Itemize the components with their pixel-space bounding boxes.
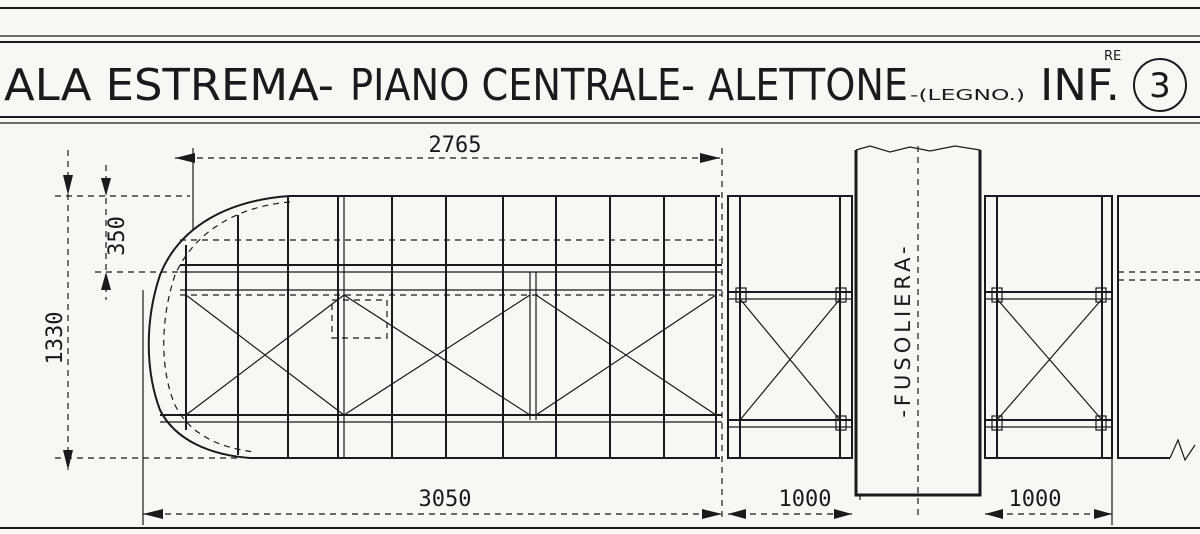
title-block: ALA ESTREMA- PIANO CENTRALE- ALETTONE -(… (0, 7, 1200, 124)
bracing-wire (185, 294, 345, 416)
arrowhead (834, 509, 852, 519)
fuselage-outline (854, 150, 982, 497)
arrowhead (63, 175, 73, 195)
stub-outline (1117, 195, 1200, 459)
fuselage-break-line (855, 145, 981, 153)
fuselage-label: -FUSOLIERA- (891, 242, 915, 417)
arrowhead (63, 450, 73, 470)
arrowhead (700, 153, 720, 163)
dim-depth: 350 (105, 216, 130, 256)
dim-span-bottom: 3050 (419, 487, 472, 512)
opposite-wing-stub (1117, 195, 1200, 462)
center-bay-outline (984, 195, 1113, 459)
dimension-lines: 2765 3050 1000 1000 1330 350 (43, 133, 1113, 525)
fitting (991, 287, 1003, 303)
arrowhead (702, 509, 722, 519)
arrowhead (101, 178, 111, 196)
arrowhead (985, 509, 1003, 519)
outer-wing-panel (147, 195, 722, 459)
title-part-piano-centrale: PIANO CENTRALE- (350, 60, 695, 111)
bracing-wire (343, 294, 531, 416)
title-material: -(LEGNO.) (910, 86, 1025, 104)
arrowhead (1094, 509, 1112, 519)
bracing-wire (996, 298, 1103, 421)
sheet-number: 3 (1149, 66, 1171, 106)
dim-bay-left: 1000 (779, 487, 832, 512)
fitting (835, 415, 847, 431)
arrowhead (101, 272, 111, 290)
center-section-left-bay (727, 195, 853, 459)
stub-break-line (1169, 438, 1196, 462)
fitting (835, 287, 847, 303)
aileron-horn (331, 299, 388, 339)
dim-bay-right: 1000 (1009, 487, 1062, 512)
title-part-ala-estrema: ALA ESTREMA- (4, 60, 334, 111)
fitting (735, 287, 747, 303)
fitting (991, 415, 1003, 431)
center-bay-outline (727, 195, 853, 459)
fuselage: -FUSOLIERA- (854, 145, 982, 520)
arrowhead (175, 153, 195, 163)
dim-span-top: 2765 (429, 133, 482, 158)
fitting (1095, 415, 1107, 431)
title-part-alettone: ALETTONE (708, 60, 908, 111)
wing-tip-outline (147, 195, 720, 459)
arrowhead (728, 509, 746, 519)
sheet-number-circle (1133, 58, 1187, 112)
dim-chord: 1330 (43, 312, 68, 365)
title-position: INF. (1040, 60, 1120, 111)
bracing-wire (739, 298, 841, 421)
bracing-wire (535, 294, 717, 416)
wing-tip-inner-outline (163, 201, 291, 453)
arrowhead (143, 509, 163, 519)
center-section-right-bay (984, 195, 1113, 459)
outer-ribs (185, 197, 717, 457)
fitting (1095, 287, 1107, 303)
outer-drag-bracing (185, 294, 717, 416)
title-superscript: RE (1104, 49, 1121, 64)
